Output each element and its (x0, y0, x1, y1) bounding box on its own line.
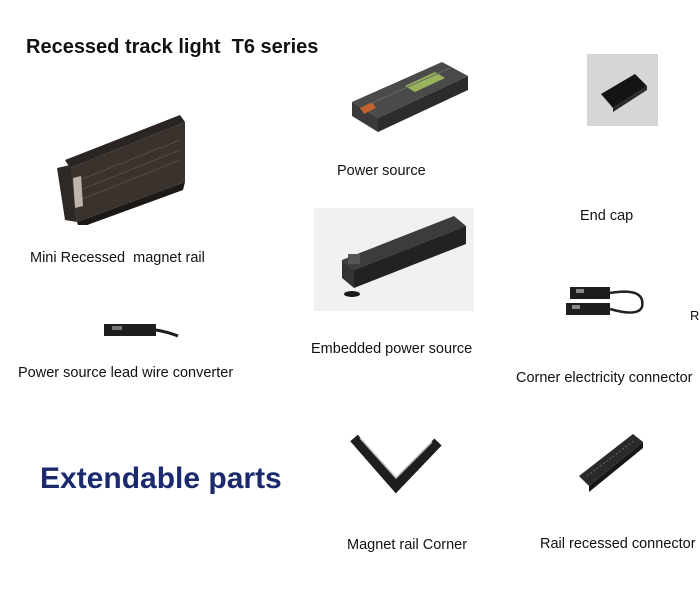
lead-wire-converter-image (102, 318, 182, 344)
corner-connector-label: Corner electricity connector (516, 370, 693, 386)
magnet-rail-corner-label: Magnet rail Corner (347, 537, 468, 553)
lead-wire-converter-label: Power source lead wire converter (18, 365, 234, 381)
magnet-rail-corner-image (350, 432, 442, 496)
section-heading: Extendable parts (40, 462, 282, 495)
clipped-label-fragment: R (690, 308, 700, 323)
rail-recessed-connector-image (575, 430, 647, 494)
power-source-label: Power source (337, 163, 426, 179)
magnet-rail-image (55, 110, 190, 225)
embedded-power-source-label: Embedded power source (311, 341, 473, 357)
corner-connector-image (562, 283, 650, 325)
end-cap-label: End cap (580, 208, 634, 224)
rail-recessed-connector-label: Rail recessed connector (540, 536, 696, 552)
page-title: Recessed track light T6 series (26, 36, 319, 58)
end-cap-image (587, 54, 658, 126)
magnet-rail-label: Mini Recessed magnet rail (30, 250, 205, 266)
power-source-image (350, 58, 470, 136)
embedded-power-source-image (314, 208, 474, 311)
